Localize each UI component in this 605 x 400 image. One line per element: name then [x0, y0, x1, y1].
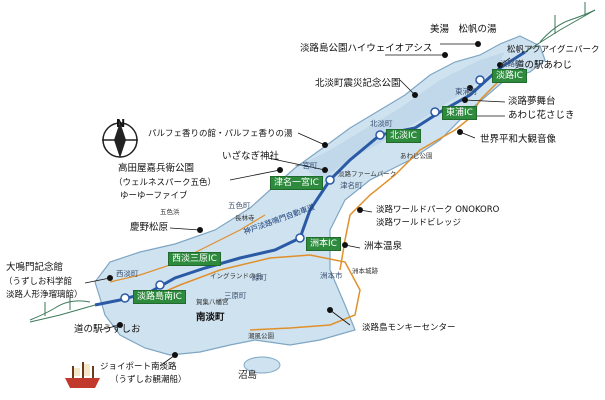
facility-shiokaze: 潮風公園 [248, 332, 274, 340]
label-world-peace: 世界平和大観音像 [480, 134, 557, 145]
label-world-village: 淡路ワールドビレッジ [376, 218, 462, 228]
label-mito-matsuho: 美湯 松帆の湯 [430, 24, 497, 35]
label-izanagi: いざなぎ神社 [222, 151, 280, 162]
label-takataya-sub: （ウェルネスパーク五色） [114, 178, 217, 188]
ic-awaji: 淡路IC [492, 69, 527, 83]
facility-park-small: あわじ公園 [400, 152, 433, 160]
town-seidan: 西淡町 [116, 269, 139, 278]
label-onaruto: 大鳴門記念館 [6, 262, 64, 273]
ic-sumoto: 洲本IC [306, 237, 341, 251]
label-inkurando: イングランドの丘 [210, 272, 262, 280]
label-yumebutai: 淡路夢舞台 [508, 96, 556, 107]
town-ichinomiya: 一宮町 [295, 161, 318, 170]
label-onaruto-sub2: 淡路人形浄瑠璃館） [6, 290, 83, 300]
facility-sumoto-castle: 洲本城跡 [352, 267, 378, 275]
local-road-south [149, 254, 361, 331]
label-awajishima-park: 淡路島公園ハイウェイオアシス [300, 43, 433, 54]
ship-illustration [65, 362, 100, 388]
numashima-island [243, 356, 281, 374]
town-sumoto-city: 洲本市 [320, 271, 343, 280]
label-parfum: パルフェ香りの館・パルフェ香りの湯 [148, 129, 293, 139]
ic-hokudan: 北淡IC [386, 129, 421, 143]
label-matsuho-acqua: 松帆アクアイグニパーク [507, 45, 600, 55]
label-numashima: 沼島 [238, 370, 258, 381]
compass-north-label: N [116, 117, 126, 130]
label-yuyu: ゆーゆーファイブ [120, 191, 188, 201]
town-awaji: 淡路町 [500, 59, 523, 68]
facility-mihara-shrine: 賀集八幡宮 [196, 298, 229, 306]
ic-markers [120, 75, 485, 303]
label-kitaawaji-park: 北淡町震災記念公園 [315, 78, 401, 89]
leader-lines [84, 43, 511, 367]
label-keino: 慶野松原 [130, 222, 169, 233]
town-tsuna: 津名町 [340, 181, 363, 190]
label-onaruto-sub1: （うずしお科学館 [4, 277, 73, 287]
town-goshiki: 五色町 [228, 201, 251, 210]
label-michinoeki-uzushio: 道の駅うずしお [74, 324, 141, 335]
label-minamiawaji-town: 南淡町 [196, 312, 225, 323]
label-monkey: 淡路島モンキーセンター [362, 323, 456, 333]
facility-nagaune: 長林寺 [235, 214, 255, 222]
label-takataya-park: 高田屋嘉兵衛公園 [118, 163, 195, 174]
label-hanasajiki: あわじ花さじき [508, 110, 575, 121]
town-mihara: 三原町 [224, 291, 247, 300]
town-ryokucho: 緑町 [252, 273, 267, 282]
akashi-bridge [524, 2, 596, 53]
ic-tsuna-ichinomiya: 津名一宮IC [270, 176, 323, 190]
label-jyoypoto-sub: （うずしお観潮船） [110, 375, 187, 385]
compass-rose [102, 122, 138, 158]
town-hokudan: 北淡町 [370, 119, 393, 128]
town-higashiura: 東浦町 [455, 87, 478, 96]
label-michinoeki-awaji: 道の駅あわじ [515, 60, 573, 71]
land-shade-north [300, 52, 505, 180]
ic-awajishima-minami: 淡路島南IC [133, 290, 186, 304]
facility-goshiki-hama: 五色浜 [160, 208, 180, 216]
ic-higashiura: 東浦IC [442, 106, 477, 120]
naruto-bridge [29, 295, 96, 323]
label-jyoypoto: ジョイポート南淡路 [100, 362, 177, 372]
label-world-onokoro: 淡路ワールドパーク ONOKORO [376, 205, 500, 215]
label-sumoto-onsen: 洲本温泉 [364, 241, 403, 252]
facility-farmpark: 淡路ファームパーク [338, 170, 397, 178]
ic-nishiawaji-mihara: 西淡三原IC [168, 252, 221, 266]
